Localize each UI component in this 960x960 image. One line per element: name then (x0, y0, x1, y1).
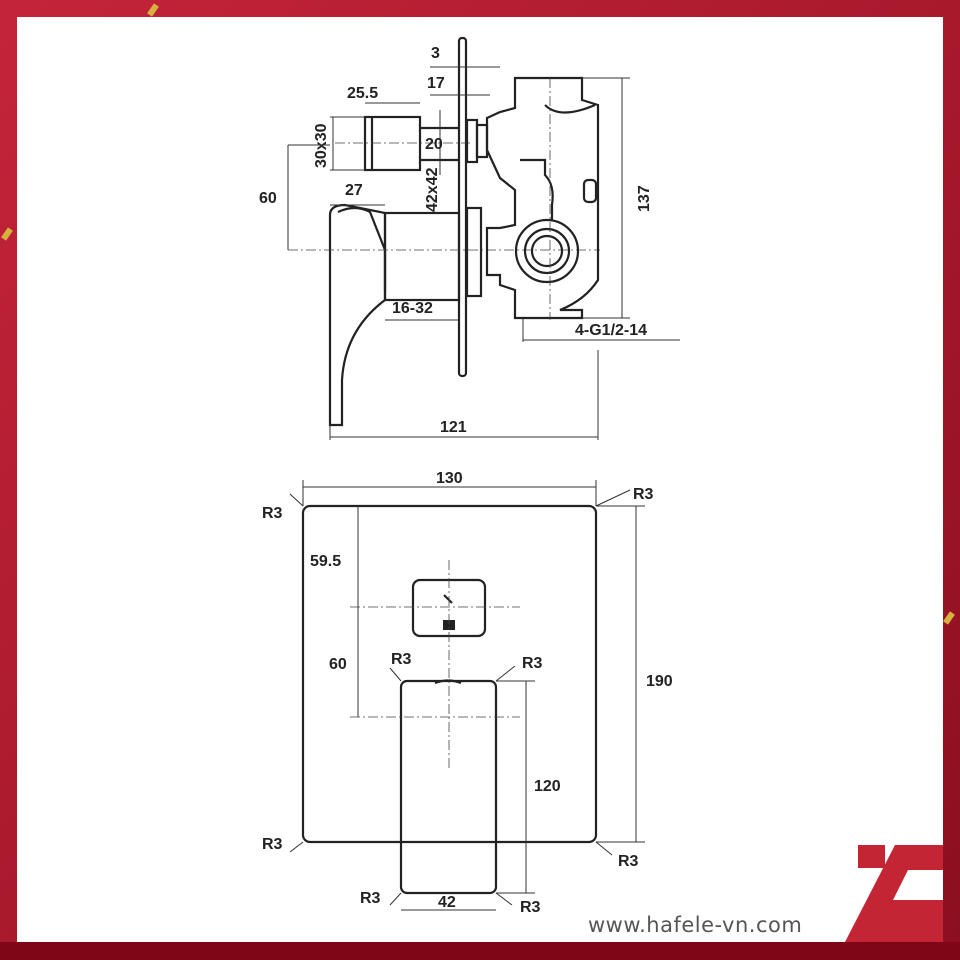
dim-cap-size: 30x30 (313, 123, 330, 168)
dim-plate-offset: 17 (427, 75, 445, 92)
dim-cap-depth: 25.5 (347, 85, 378, 102)
radius-label: R3 (262, 836, 283, 853)
valve-body (485, 76, 600, 320)
cover-plate-front (301, 504, 598, 844)
dim-plate-thickness: 3 (431, 45, 440, 62)
dim-cap-from-top: 59.5 (310, 553, 341, 570)
front-dimensions: 130 59.5 60 190 120 42 R3 R3 R3 R3 (262, 470, 673, 916)
radius-label: R3 (520, 899, 541, 916)
dim-lever-length: 120 (534, 778, 561, 795)
dim-cap-offset: 20 (425, 136, 443, 153)
side-view: 3 17 25.5 30x30 20 42x42 60 27 16-32 4-G… (259, 36, 680, 440)
radius-label: R3 (262, 505, 283, 522)
dim-body-height: 137 (636, 185, 653, 212)
radius-label: R3 (633, 486, 654, 503)
radius-label: R3 (522, 655, 543, 672)
cover-plate-side (457, 36, 468, 378)
radius-label: R3 (618, 853, 639, 870)
radius-label: R3 (360, 890, 381, 907)
outlet-port (514, 218, 580, 284)
dim-plate-width: 130 (436, 470, 463, 487)
lever-front (399, 679, 498, 895)
dim-plate-height: 190 (646, 673, 673, 690)
dim-lever-offset: 60 (329, 656, 347, 673)
dim-connections: 4-G1/2-14 (575, 322, 647, 339)
cartridge-cap-side (363, 115, 422, 172)
dim-handle-height: 60 (259, 190, 277, 207)
front-view: 130 59.5 60 190 120 42 R3 R3 R3 R3 (262, 470, 673, 916)
dim-handle-depth: 27 (345, 182, 363, 199)
dim-lever-width: 42 (438, 894, 456, 911)
frame-bottom-bar (0, 942, 960, 960)
dim-total-depth: 121 (440, 419, 467, 436)
handle-body-side (383, 211, 461, 302)
dim-wall-range: 16-32 (392, 300, 433, 317)
dim-hole-size: 42x42 (424, 167, 441, 212)
lever-side (328, 203, 387, 427)
drawing-sheet (17, 17, 943, 942)
radius-label: R3 (391, 651, 412, 668)
hafele-logo (845, 845, 943, 942)
website-link[interactable]: www.hafele-vn.com (588, 913, 803, 937)
side-dimensions: 3 17 25.5 30x30 20 42x42 60 27 16-32 4-G… (259, 45, 680, 440)
